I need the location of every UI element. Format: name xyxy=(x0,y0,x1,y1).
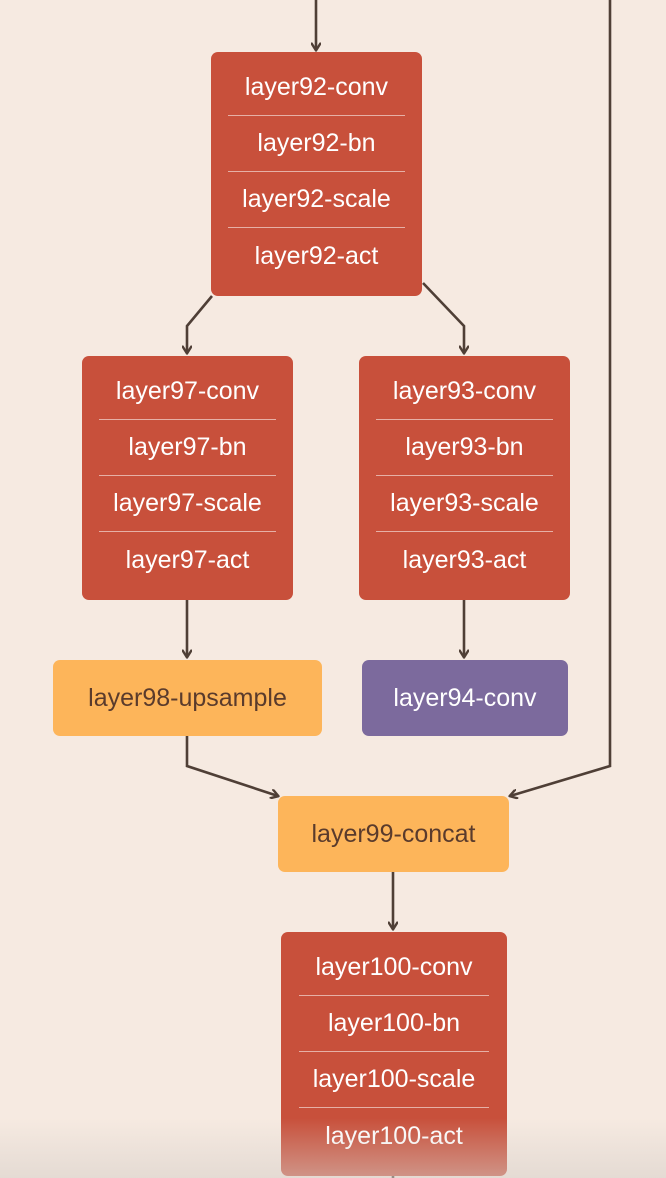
layer92-bn-label: layer92-bn xyxy=(227,116,406,172)
layer99-concat-node[interactable]: layer99-concat xyxy=(278,796,509,872)
layer97-block[interactable]: layer97-conv layer97-bn layer97-scale la… xyxy=(82,356,293,600)
layer97-bn-label: layer97-bn xyxy=(98,420,277,476)
layer98-upsample-node[interactable]: layer98-upsample xyxy=(53,660,322,736)
layer97-act-label: layer97-act xyxy=(125,545,250,574)
layer93-block[interactable]: layer93-conv layer93-bn layer93-scale la… xyxy=(359,356,570,600)
layer94-conv-node[interactable]: layer94-conv xyxy=(362,660,568,736)
layer100-act-label: layer100-act xyxy=(325,1121,463,1150)
layer97-conv-label: layer97-conv xyxy=(98,364,277,420)
layer100-block[interactable]: layer100-conv layer100-bn layer100-scale… xyxy=(281,932,507,1176)
layer93-conv-label: layer93-conv xyxy=(375,364,554,420)
layer92-conv-label: layer92-conv xyxy=(227,60,406,116)
edge-layer92-to-layer93 xyxy=(422,282,464,353)
layer100-scale-label: layer100-scale xyxy=(299,1052,489,1108)
layer92-scale-label: layer92-scale xyxy=(227,172,406,228)
layer99-concat-label: layer99-concat xyxy=(311,819,476,848)
layer98-upsample-label: layer98-upsample xyxy=(88,683,287,712)
layer92-act-label: layer92-act xyxy=(254,241,379,270)
edge-layer92-to-layer97 xyxy=(187,295,213,353)
layer93-bn-label: layer93-bn xyxy=(375,420,554,476)
layer100-conv-label: layer100-conv xyxy=(299,940,489,996)
layer93-scale-label: layer93-scale xyxy=(375,476,554,532)
edge-skip-to-layer99 xyxy=(510,0,612,796)
layer97-scale-label: layer97-scale xyxy=(98,476,277,532)
layer93-act-label: layer93-act xyxy=(402,545,527,574)
layer94-conv-label: layer94-conv xyxy=(393,683,537,712)
layer92-block[interactable]: layer92-conv layer92-bn layer92-scale la… xyxy=(211,52,422,296)
layer100-bn-label: layer100-bn xyxy=(299,996,489,1052)
edge-layer98-to-layer99 xyxy=(185,736,278,796)
